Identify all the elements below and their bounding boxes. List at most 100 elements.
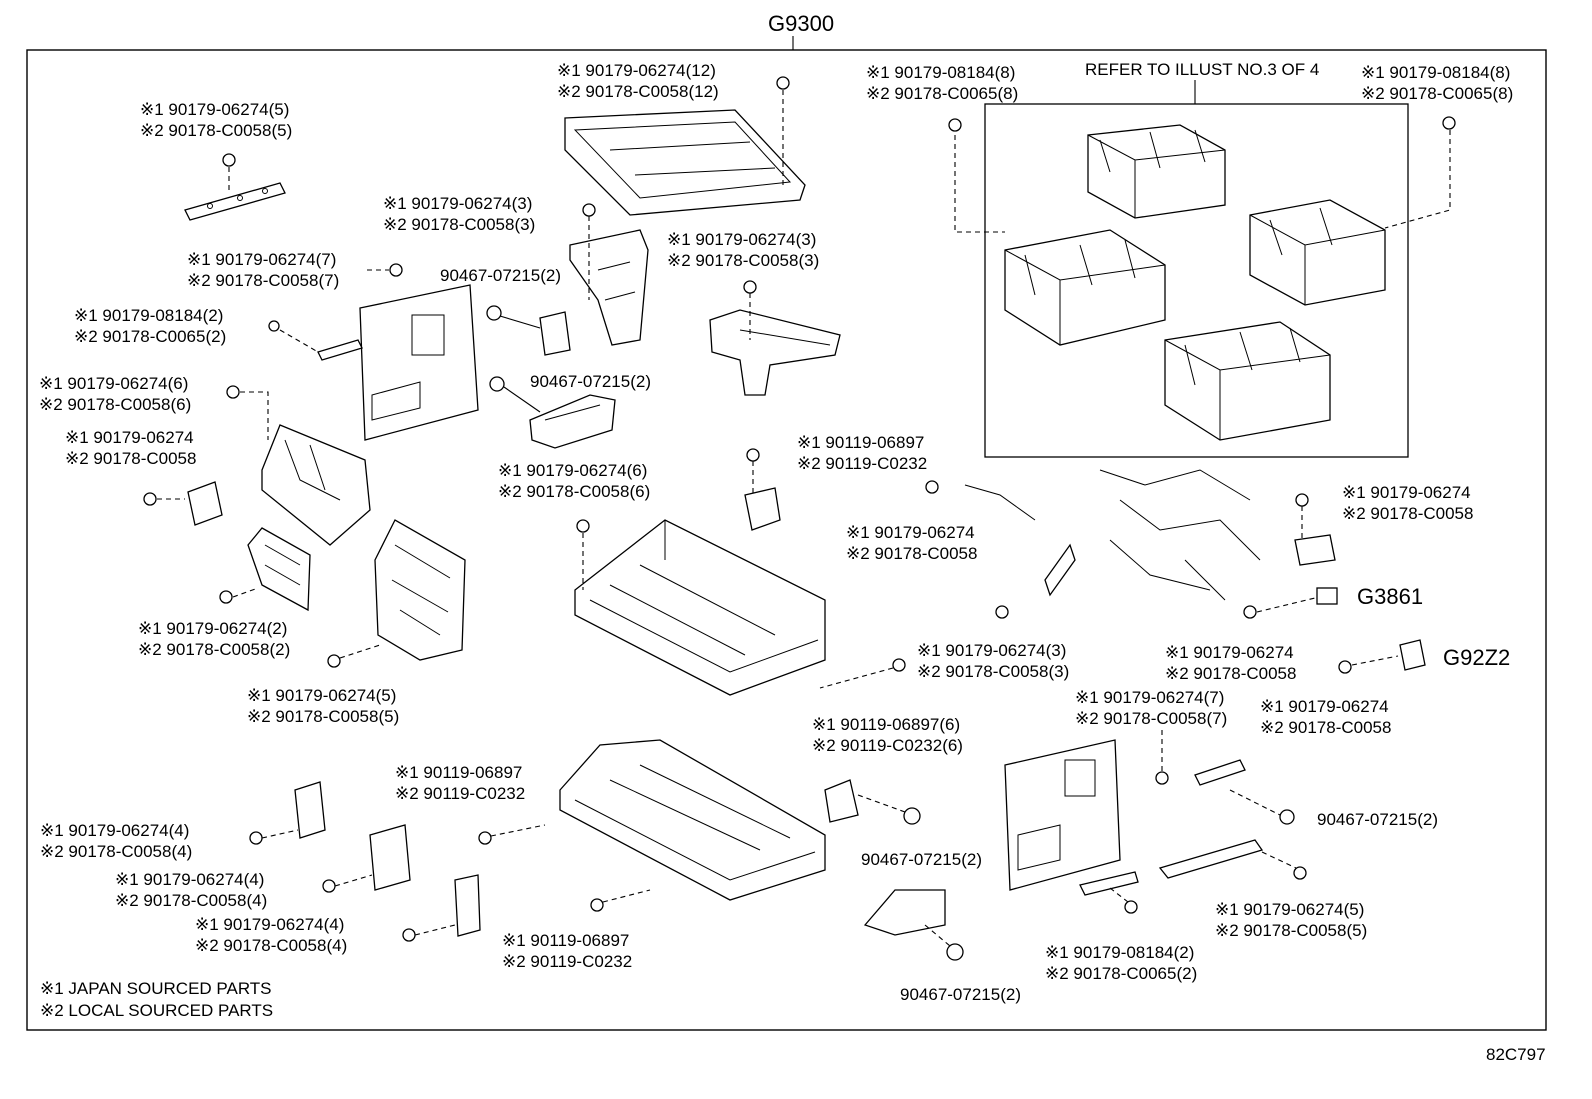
svg-text:※2 90178-C0058(12): ※2 90178-C0058(12) [557, 82, 719, 101]
frame-nut-upper-leader [240, 391, 269, 440]
svg-text:※2 90178-C0058(7): ※2 90178-C0058(7) [187, 271, 339, 290]
svg-text:※2 90178-C0065(8): ※2 90178-C0065(8) [1361, 84, 1513, 103]
callout-c16: ※1 90179-06274 ※2 90178-C0058 [846, 523, 977, 563]
battery-module-lower [1164, 321, 1331, 441]
callout-c28: ※1 90179-06274(4) ※2 90178-C0058(4) [115, 870, 267, 910]
battery-module-left [1004, 229, 1166, 346]
harness-nut-lower [995, 605, 1009, 619]
svg-text:※2 90178-C0058(2): ※2 90178-C0058(2) [138, 640, 290, 659]
sensor-bolt [746, 448, 760, 462]
svg-text:※1 90179-08184(8): ※1 90179-08184(8) [866, 63, 1015, 82]
cover-nut [776, 76, 790, 90]
cover-strip-b-nut [322, 879, 336, 893]
clip-nut [143, 492, 157, 506]
callout-c20: ※1 90179-06274(5) ※2 90178-C0058(5) [247, 686, 399, 726]
svg-text:※2 90178-C0058(5): ※2 90178-C0058(5) [140, 121, 292, 140]
callout-c05: ※1 90179-06274(3) ※2 90178-C0058(3) [383, 194, 535, 234]
svg-text:※1 90179-06274(3): ※1 90179-06274(3) [667, 230, 816, 249]
svg-text:90467-07215(2): 90467-07215(2) [900, 985, 1021, 1004]
frame-nut-upper [226, 385, 240, 399]
svg-text:※2 90119-C0232: ※2 90119-C0232 [395, 784, 525, 803]
svg-text:※2 90178-C0065(2): ※2 90178-C0065(2) [1045, 964, 1197, 983]
harness-nut-right [1243, 605, 1257, 619]
bus-strip-top-left [184, 182, 286, 221]
svg-text:※1 90119-06897: ※1 90119-06897 [395, 763, 522, 782]
callout-c22: ※1 90179-06274 ※2 90178-C0058 [1260, 697, 1391, 737]
svg-text:※1 90179-06274(4): ※1 90179-06274(4) [115, 870, 264, 889]
lower-frame-nut [327, 654, 341, 668]
svg-text:※2 90178-C0058(3): ※2 90178-C0058(3) [917, 662, 1069, 681]
strip-nut [222, 153, 236, 167]
svg-text:※1 JAPAN SOURCED PARTS: ※1 JAPAN SOURCED PARTS [40, 979, 272, 998]
svg-text:※1 90179-06274(5): ※1 90179-06274(5) [1215, 900, 1364, 919]
svg-text:※1 90179-06274: ※1 90179-06274 [846, 523, 975, 542]
mid-frame-nut-leader [232, 587, 259, 598]
strip-nut-right [1293, 866, 1307, 880]
cover-strip-b-leader [334, 874, 373, 887]
bolt-lower-left [478, 831, 492, 845]
harness-nut [925, 480, 939, 494]
svg-text:※2 90178-C0058(5): ※2 90178-C0058(5) [1215, 921, 1367, 940]
callout-c21: ※1 90119-06897(6) ※2 90119-C0232(6) [812, 715, 963, 755]
left-side-plate [359, 284, 479, 441]
battery-module-box [984, 103, 1409, 458]
callout-c19: ※1 90179-06274 ※2 90178-C0058 [1165, 643, 1296, 683]
g92z2-nut [1338, 660, 1352, 674]
callout-c27: 90467-07215(2) [861, 850, 982, 869]
clip-bolt-right [1279, 809, 1295, 825]
group-code-label: G9300 [768, 11, 834, 36]
callout-c11: 90467-07215(2) [530, 372, 651, 391]
group-ref-g3861: G3861 [1357, 584, 1423, 609]
cover-strip-c-nut [402, 928, 416, 942]
callout-c15: ※1 90179-06274 ※2 90178-C0058 [1342, 483, 1473, 523]
right-bracket-upper [709, 309, 841, 396]
bolt-b [489, 376, 505, 392]
right-side-plate [1004, 739, 1121, 891]
g3861-leader [1256, 597, 1316, 613]
small-clip [187, 481, 223, 526]
callout-c32: ※1 90179-08184(2) ※2 90178-C0065(2) [1045, 943, 1197, 983]
svg-text:※2 90119-C0232: ※2 90119-C0232 [502, 952, 632, 971]
svg-text:※1 90179-06274(3): ※1 90179-06274(3) [383, 194, 532, 213]
hinge-bracket-c [824, 779, 859, 823]
callout-c04: ※1 90179-08184(8) ※2 90178-C0065(8) [1361, 63, 1513, 103]
callout-c10: ※1 90179-06274(6) ※2 90178-C0058(6) [39, 374, 191, 414]
svg-text:90467-07215(2): 90467-07215(2) [861, 850, 982, 869]
mid-frame-nut [219, 590, 233, 604]
callout-c06: ※1 90179-06274(3) ※2 90178-C0058(3) [667, 230, 819, 270]
svg-text:※1 90179-06274(12): ※1 90179-06274(12) [557, 61, 716, 80]
refer-note: REFER TO ILLUST NO.3 OF 4 [1085, 60, 1319, 79]
tray-nut [576, 519, 590, 533]
svg-text:※2 90119-C0232(6): ※2 90119-C0232(6) [812, 736, 963, 755]
svg-text:※1 90179-06274(7): ※1 90179-06274(7) [187, 250, 336, 269]
svg-text:※1 90179-06274: ※1 90179-06274 [1260, 697, 1389, 716]
svg-text:※2 90178-C0058(6): ※2 90178-C0058(6) [39, 395, 191, 414]
legend: ※1 JAPAN SOURCED PARTS ※2 LOCAL SOURCED … [40, 979, 273, 1020]
svg-text:※1 90179-06274(4): ※1 90179-06274(4) [195, 915, 344, 934]
callout-c03: ※1 90179-08184(8) ※2 90178-C0065(8) [866, 63, 1018, 103]
svg-text:※1 90179-06274: ※1 90179-06274 [65, 428, 194, 447]
small-plate-right [1079, 871, 1139, 896]
svg-text:※2 90178-C0058(5): ※2 90178-C0058(5) [247, 707, 399, 726]
svg-text:※2 90178-C0058(6): ※2 90178-C0058(6) [498, 482, 650, 501]
svg-text:90467-07215(2): 90467-07215(2) [530, 372, 651, 391]
upper-cover [564, 109, 806, 216]
svg-text:90467-07215(2): 90467-07215(2) [1317, 810, 1438, 829]
svg-text:※2 90178-C0058: ※2 90178-C0058 [1260, 718, 1391, 737]
svg-text:※1 90179-06274(5): ※1 90179-06274(5) [140, 100, 289, 119]
cover-strip-b [369, 824, 411, 891]
bolt-b-leader [503, 386, 541, 413]
g3861-connector [1316, 587, 1338, 605]
battery-module-upper [1087, 124, 1226, 219]
diagram-border [26, 49, 1547, 1031]
svg-text:※2 90178-C0058(3): ※2 90178-C0058(3) [667, 251, 819, 270]
svg-text:※1 90179-06274(3): ※1 90179-06274(3) [917, 641, 1066, 660]
tray-bolt [892, 658, 906, 672]
small-plate-nut [1124, 900, 1138, 914]
module-nut-right [1442, 116, 1456, 130]
callout-c17: ※1 90179-06274(2) ※2 90178-C0058(2) [138, 619, 290, 659]
frame-member-left-upper [261, 424, 371, 546]
svg-text:90467-07215(2): 90467-07215(2) [440, 266, 561, 285]
svg-text:※1 90179-06274(6): ※1 90179-06274(6) [498, 461, 647, 480]
